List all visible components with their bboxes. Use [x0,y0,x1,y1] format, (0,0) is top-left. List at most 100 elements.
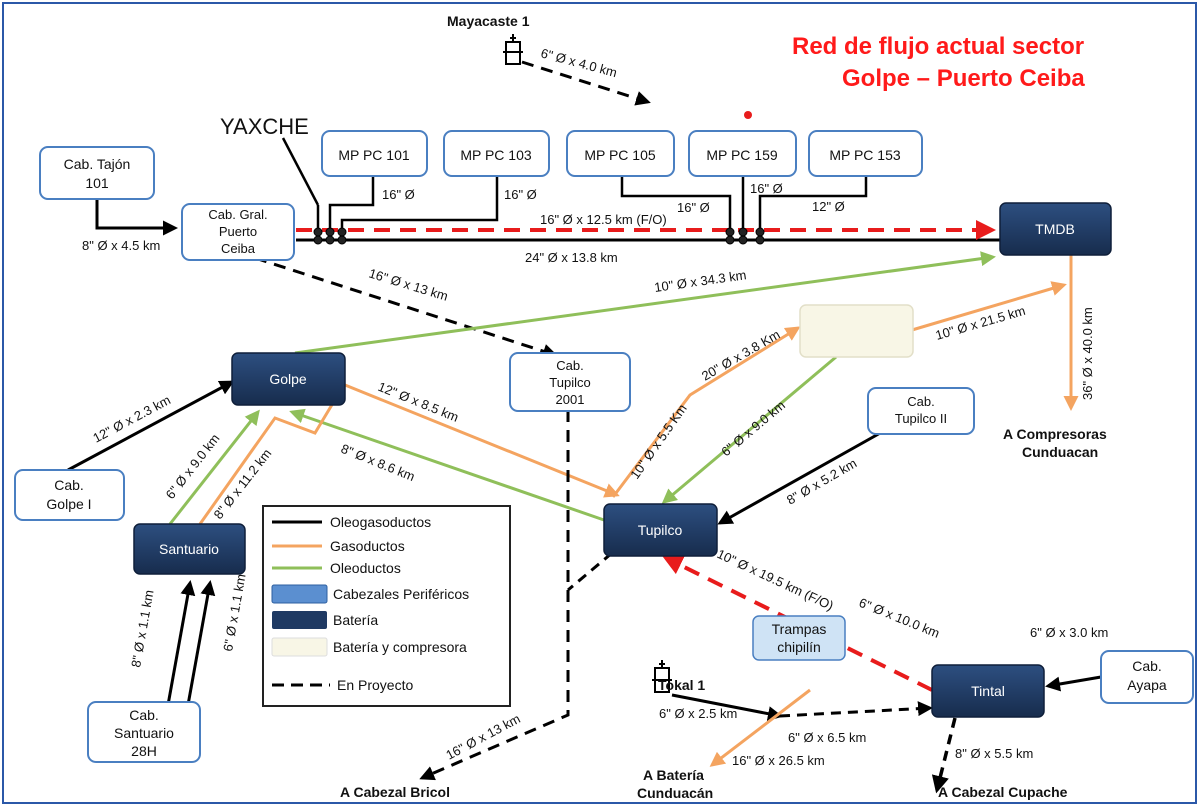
pipe-tajon [95,198,178,236]
node-cab-tajon[interactable]: Cab. Tajón 101 [39,146,155,200]
node-mp-pc-103[interactable]: MP PC 103 [443,130,550,177]
legend-proyecto: En Proyecto [337,677,413,693]
pipe-mp103 [340,175,499,230]
label-tokal: 6" Ø x 2.5 km [659,706,737,721]
label-s28-a: 8" Ø x 1.1 km [128,589,156,669]
label-s28-b: 6" Ø x 1.1 km [220,573,248,653]
node-tupilco[interactable]: Tupilco [603,503,718,557]
santuario-label: Santuario [159,541,219,557]
t2001-line3: 2001 [556,392,585,407]
golpei-line1: Cab. [54,477,84,493]
tajon-line2: 101 [85,175,109,191]
compresoras-line2: Cunduacan [1022,444,1098,460]
mp-pc-103-label: MP PC 103 [460,147,532,163]
node-cab-puerto-ceiba[interactable]: Cab. Gral. Puerto Ceiba [181,203,295,261]
label-main24: 24" Ø x 13.8 km [525,250,618,265]
pipe-mayacaste [521,60,651,106]
tmdb-label: TMDB [1035,221,1075,237]
pipe-bc-tupilco [661,355,837,504]
s28-line3: 28H [131,743,157,759]
pipe-bricol [419,410,570,781]
node-mp-pc-153[interactable]: MP PC 153 [808,130,923,177]
well-icon-mayacaste [503,34,523,65]
node-cab-tupilco-2001[interactable]: Cab. Tupilco 2001 [509,352,631,412]
label-ayapa: 6" Ø x 3.0 km [1030,625,1108,640]
s28-line1: Cab. [129,707,159,723]
pipe-mp101 [328,175,375,230]
label-golpe-tmdb: 10" Ø x 34.3 km [653,267,747,295]
node-cab-ayapa[interactable]: Cab. Ayapa [1100,650,1194,704]
pipe-ayapa-tintal [1045,675,1102,692]
ayapa-line2: Ayapa [1127,677,1167,693]
tajon-line1: Cab. Tajón [64,156,131,172]
legend: Oleogasoductos Gasoductos Oleoductos Cab… [262,505,511,707]
well-icon-tokal [652,660,672,693]
node-trampas-chipilin[interactable]: Trampas chipilín [752,615,846,661]
legend-bateria-compresora: Batería y compresora [333,639,467,655]
pipe-mp105 [620,175,732,230]
tupilco-label: Tupilco [638,522,683,538]
s28-line2: Santuario [114,725,174,741]
node-mp-pc-105[interactable]: MP PC 105 [566,130,675,177]
mp-pc-159-label: MP PC 159 [706,147,778,163]
node-cab-santuario-28h[interactable]: Cab. Santuario 28H [87,701,201,763]
pipe-pc-tupilco2001 [254,256,558,359]
label-mp105: 16" Ø [677,200,710,215]
node-mp-pc-159[interactable]: MP PC 159 [688,130,797,177]
node-golpe[interactable]: Golpe [231,352,346,406]
node-mp-pc-101[interactable]: MP PC 101 [321,130,428,177]
valve-group-right [725,227,765,245]
label-tupilco-golpe: 8" Ø x 8.6 km [339,441,417,484]
label-mp103: 16" Ø [504,187,537,202]
pipe-mp153 [758,175,868,230]
label-mp159: 16" Ø [750,181,783,196]
pipe-golpe-tmdb [294,251,996,355]
node-cab-tupilco-ii[interactable]: Cab. Tupilco II [867,387,975,435]
pipe-bc-tmdb [911,281,1067,332]
pc-line3: Ceiba [221,241,256,256]
pipe-golpei-golpe [67,380,235,472]
node-tmdb[interactable]: TMDB [999,202,1112,256]
tii-line2: Tupilco II [895,411,947,426]
label-tintal-in: 6" Ø x 6.5 km [788,730,866,745]
legend-cabezales: Cabezales Periféricos [333,586,469,602]
label-cupache: 8" Ø x 5.5 km [955,746,1033,761]
label-red-fo: 16" Ø x 12.5 km (F/O) [540,212,667,227]
pipe-tokal [671,693,783,722]
pipe-yaxche [281,137,320,206]
pipe-cunduacan [709,688,811,767]
label-mp153: 12" Ø [812,199,845,214]
legend-oleogasoductos: Oleogasoductos [330,514,431,530]
mayacaste-label: Mayacaste 1 [447,13,530,29]
node-bateria-compresora[interactable] [799,304,914,358]
mp-pc-153-label: MP PC 153 [829,147,901,163]
tintal-label: Tintal [971,683,1005,699]
golpei-line2: Golpe I [46,496,91,512]
legend-box [262,505,511,707]
golpe-label: Golpe [269,371,307,387]
label-bc-tupilco: 6" Ø x 9.0 km [718,397,788,459]
pipe-tupilco-bc [611,326,801,498]
pipe-tupilcoii-tupilco [717,430,883,525]
pipe-tintal-in [779,701,933,718]
pipe-tintal-tupilco [662,556,933,692]
label-mayacaste: 6" Ø x 4.0 km [539,45,619,80]
node-santuario[interactable]: Santuario [133,523,246,575]
legend-oleoductos: Oleoductos [330,560,401,576]
node-cab-golpe-i[interactable]: Cab. Golpe I [14,469,125,521]
pipe-golpe-tupilco [344,383,620,498]
red-dot-marker [744,111,752,119]
pipe-santuario-golpe-orange [198,385,344,525]
label-tupilco-bc: 20" Ø x 3.8 Km [699,327,782,384]
yaxche-label: YAXCHE [220,114,309,139]
pipe-s28-a [166,580,196,706]
title-line2: Golpe – Puerto Ceiba [842,65,1085,92]
trampas-line2: chipilín [777,639,821,655]
pipe-cupache [931,717,957,794]
cupache-dest: A Cabezal Cupache [938,784,1068,800]
legend-swatch-bateria-compresora [271,637,328,657]
node-tintal[interactable]: Tintal [931,664,1045,718]
pipe-s28-b [186,580,216,706]
